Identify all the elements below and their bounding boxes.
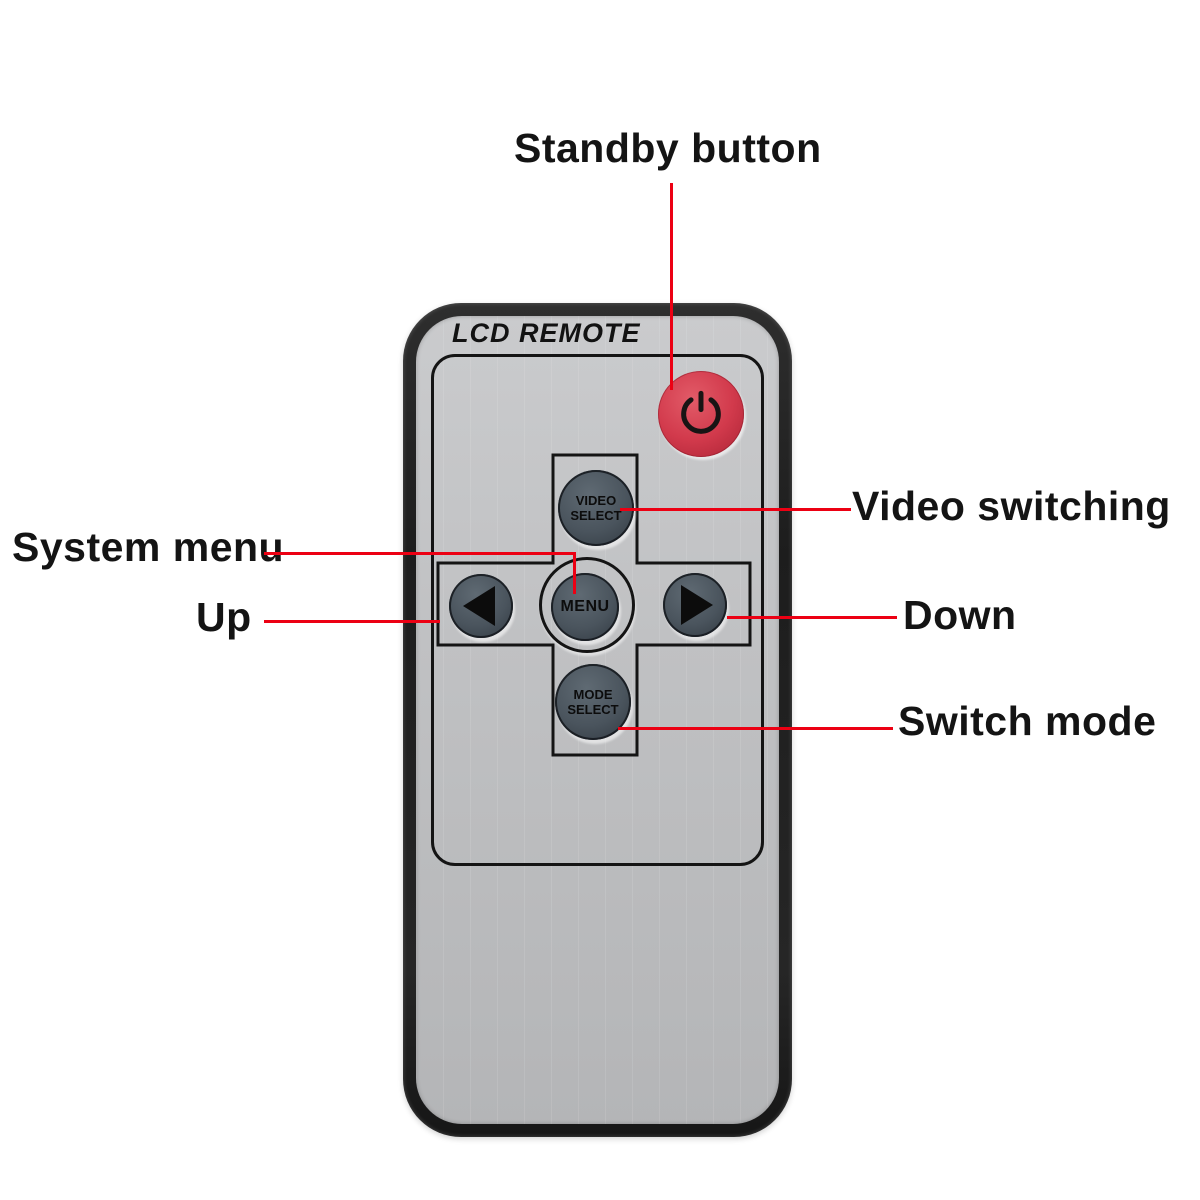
panel-outline: [431, 354, 764, 866]
label-switch-mode: Switch mode: [898, 698, 1157, 744]
label-system-menu: System menu: [12, 524, 285, 570]
brand-text: LCD REMOTE: [452, 318, 641, 348]
leader-line-down: [727, 616, 897, 619]
arrow-left-button[interactable]: [449, 574, 513, 638]
power-icon: [681, 390, 721, 434]
leader-line-switch-mode: [618, 727, 893, 730]
left-triangle-icon: [463, 586, 495, 626]
menu-button-ring: [539, 557, 635, 653]
arrow-right-button[interactable]: [663, 573, 727, 637]
video-select-label-line1: VIDEO: [575, 492, 617, 508]
mode-select-label-line2: SELECT: [567, 702, 619, 717]
label-video-switching: Video switching: [852, 483, 1171, 529]
video-select-label-line2: SELECT: [570, 508, 622, 523]
leader-line-up: [264, 620, 440, 623]
label-up: Up: [196, 594, 252, 640]
right-triangle-icon: [681, 585, 713, 625]
label-down: Down: [903, 592, 1017, 638]
menu-button[interactable]: MENU: [551, 573, 619, 641]
leader-line-system-menu-horizontal: [264, 552, 576, 555]
leader-line-standby: [670, 183, 673, 390]
label-standby-button: Standby button: [514, 125, 822, 171]
mode-select-label-line1: MODE: [573, 686, 613, 702]
leader-line-system-menu-vertical: [573, 552, 576, 594]
menu-button-label: MENU: [560, 598, 610, 615]
leader-line-video-switching: [620, 508, 851, 511]
